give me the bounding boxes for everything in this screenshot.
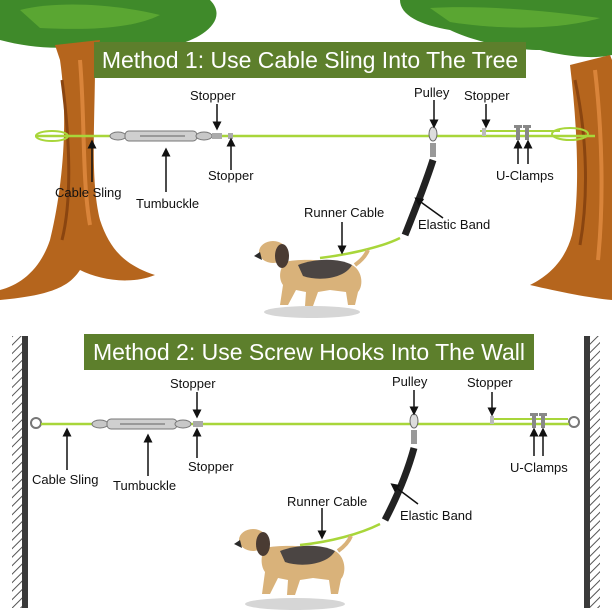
left-wall — [12, 336, 28, 608]
method2-stopper-right-label: Stopper — [467, 375, 513, 390]
right-tree — [400, 0, 612, 300]
method1-dog — [254, 241, 370, 318]
method2-runner-cable-label: Runner Cable — [287, 494, 368, 509]
method1-stopper-bottom-label: Stopper — [208, 168, 254, 183]
method2-title: Method 2: Use Screw Hooks Into The Wall — [84, 334, 534, 370]
method1-stopper-top-label: Stopper — [190, 88, 236, 103]
method1-u-clamps-label: U-Clamps — [496, 168, 554, 183]
method2-stopper-top-label: Stopper — [170, 376, 216, 391]
method1-cable-sling-label: Cable Sling — [55, 185, 122, 200]
method2-arrows — [62, 390, 548, 540]
method2-pulley-label: Pulley — [392, 374, 428, 389]
method2-u-clamps-label: U-Clamps — [510, 460, 568, 475]
method1-pulley-label: Pulley — [414, 85, 450, 100]
method1-cable — [35, 125, 595, 260]
method2-elastic-band-label: Elastic Band — [400, 508, 473, 523]
method2-tumbuckle-label: Tumbuckle — [113, 478, 177, 493]
method1-arrows — [87, 100, 533, 255]
method1-tumbuckle-label: Tumbuckle — [136, 196, 200, 211]
method1-title: Method 1: Use Cable Sling Into The Tree — [94, 42, 526, 78]
method2-cable-sling-label: Cable Sling — [32, 472, 99, 487]
method1-stopper-right-label: Stopper — [464, 88, 510, 103]
method2-cable — [30, 413, 580, 547]
right-wall — [584, 336, 600, 608]
method2-stopper-bottom-label: Stopper — [188, 459, 234, 474]
method1-elastic-band-label: Elastic Band — [418, 217, 491, 232]
method1-runner-cable-label: Runner Cable — [304, 205, 385, 220]
left-tree — [0, 0, 217, 300]
method2-dog — [234, 529, 353, 610]
